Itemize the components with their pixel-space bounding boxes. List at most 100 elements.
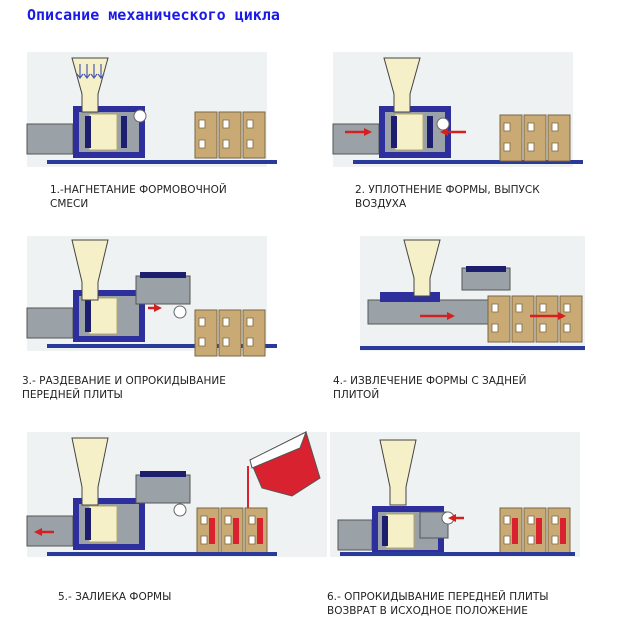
step-5-rail	[47, 552, 277, 556]
caption-step-2-line-2: ВОЗДУХА	[355, 198, 407, 210]
step-2-machine-sand	[394, 113, 424, 151]
step-2-molds-cavity-2	[551, 122, 559, 152]
step-4-arrow-2-head	[558, 312, 566, 320]
step-2-machine-cylinder	[332, 123, 380, 155]
step-2-hinge	[436, 117, 450, 131]
step-5-swing-plate	[135, 474, 191, 504]
step-1-hinge	[133, 109, 147, 123]
step-5-molds-block-0	[196, 507, 220, 555]
step-4-molds-cavity-1	[515, 303, 523, 333]
step-1-molds-cavity-1	[222, 119, 230, 149]
step-4-frame-top	[380, 292, 440, 302]
step-3-molds-block-2	[242, 309, 266, 357]
step-3-hinge	[173, 305, 187, 319]
step-3-swing-plate	[135, 275, 191, 305]
step-3-molds-cavity-1	[222, 317, 230, 347]
step-6-molds-block-1	[523, 507, 547, 555]
caption-step-1-line-2: СМЕСИ	[50, 198, 89, 210]
caption-step-3: 3.- РАЗДЕВАНИЕ И ОПРОКИДЫВАНИЕ ПЕРЕДНЕЙ …	[22, 374, 226, 402]
step-4-hopper	[403, 239, 441, 297]
caption-step-6-line-1: 6.- ОПРОКИДЫВАНИЕ ПЕРЕДНЕЙ ПЛИТЫ	[327, 591, 549, 603]
step-5-swing-plate-teeth	[140, 471, 186, 477]
step-3-swing-plate-teeth	[140, 272, 186, 278]
caption-step-2-line-1: 2. УПЛОТНЕНИЕ ФОРМЫ, ВЫПУСК	[355, 184, 540, 196]
step-2-machine-front-plate	[427, 116, 433, 148]
step-6-hopper	[379, 439, 417, 506]
caption-step-1: 1.-НАГНЕТАНИЕ ФОРМОВОЧНОЙ СМЕСИ	[50, 183, 227, 211]
step-5-machine-back-plate	[85, 508, 91, 540]
step-5-machine-sand	[88, 505, 118, 543]
step-4-molds-cavity-2	[539, 303, 547, 333]
step-2-arrow-left-head	[364, 128, 372, 136]
step-5-molds-cavity-1	[224, 515, 232, 545]
caption-step-1-line-1: 1.-НАГНЕТАНИЕ ФОРМОВОЧНОЙ	[50, 184, 227, 196]
step-1-machine-rail	[47, 160, 277, 164]
step-4-molds-block-3	[559, 295, 583, 343]
step-3-machine-cylinder	[26, 307, 74, 339]
step-1-molds-block-1	[218, 111, 242, 159]
step-1-air-arrow-0	[76, 64, 84, 79]
step-2-molds-block-2	[547, 114, 571, 162]
step-5-arrow-head	[34, 528, 42, 536]
step-5-molds-metal-0	[209, 518, 215, 544]
step-6-molds-cavity-1	[527, 515, 535, 545]
step-6-rail	[340, 552, 575, 556]
caption-step-5: 5.- ЗАЛИЕКА ФОРМЫ	[58, 590, 171, 604]
step-2-molds-cavity-0	[503, 122, 511, 152]
step-4-rail	[360, 346, 585, 350]
step-2-machine-back-plate	[391, 116, 397, 148]
step-1-machine-sand	[88, 113, 118, 151]
step-4-molds-block-0	[487, 295, 511, 343]
step-6-sand	[385, 513, 415, 549]
caption-step-3-line-2: ПЕРЕДНЕЙ ПЛИТЫ	[22, 389, 123, 401]
step-6-molds-block-2	[547, 507, 571, 555]
caption-step-6-line-2: ВОЗВРАТ В ИСХОДНОЕ ПОЛОЖЕНИЕ	[327, 605, 528, 617]
step-2-molds-block-1	[523, 114, 547, 162]
step-3-hopper	[71, 239, 109, 301]
step-3-molds-block-1	[218, 309, 242, 357]
step-4-arrow-1-head	[447, 312, 455, 320]
step-6-arrow-head	[448, 514, 456, 522]
caption-step-6: 6.- ОПРОКИДЫВАНИЕ ПЕРЕДНЕЙ ПЛИТЫ ВОЗВРАТ…	[327, 590, 549, 618]
caption-step-2: 2. УПЛОТНЕНИЕ ФОРМЫ, ВЫПУСК ВОЗДУХА	[355, 183, 540, 211]
step-3-molds-cavity-2	[246, 317, 254, 347]
step-5-molds-metal-2	[257, 518, 263, 544]
step-6-molds-metal-1	[536, 518, 542, 544]
step-4-molds-block-1	[511, 295, 535, 343]
step-5-ladle-rim	[249, 430, 307, 469]
step-1-air-arrow-1	[83, 64, 91, 79]
step-6-molds-cavity-0	[503, 515, 511, 545]
step-2-arrow-right-head	[440, 128, 448, 136]
caption-step-5-line-1: 5.- ЗАЛИЕКА ФОРМЫ	[58, 591, 172, 603]
step-3-arrow-head	[154, 304, 162, 312]
step-2-hopper	[383, 57, 421, 113]
step-3-machine-sand	[88, 297, 118, 335]
step-5-hopper	[71, 437, 109, 506]
step-4-molds-block-2	[535, 295, 559, 343]
step-5-molds-block-2	[244, 507, 268, 555]
step-6-molds-metal-0	[512, 518, 518, 544]
caption-step-4-line-1: 4.- ИЗВЛЕЧЕНИЕ ФОРМЫ С ЗАДНЕЙ	[333, 375, 527, 387]
step-1-molds-block-2	[242, 111, 266, 159]
page-title: Описание механического цикла	[27, 6, 280, 24]
step-5-molds-cavity-2	[248, 515, 256, 545]
step-6-molds-metal-2	[560, 518, 566, 544]
step-5-molds-block-1	[220, 507, 244, 555]
step-2-machine-rail	[353, 160, 583, 164]
step-2-molds-block-0	[499, 114, 523, 162]
step-6-back-plate	[382, 516, 388, 546]
step-4-molds-cavity-0	[491, 303, 499, 333]
step-3-molds-cavity-0	[198, 317, 206, 347]
step-1-molds-cavity-0	[198, 119, 206, 149]
step-5-molds-cavity-0	[200, 515, 208, 545]
step-1-machine-front-plate	[121, 116, 127, 148]
step-5-molds-metal-1	[233, 518, 239, 544]
step-3-molds-block-0	[194, 309, 218, 357]
step-6-molds-block-0	[499, 507, 523, 555]
step-1-machine-back-plate	[85, 116, 91, 148]
step-1-air-arrow-3	[97, 64, 105, 79]
step-3-machine-back-plate	[85, 300, 91, 332]
step-3-machine-rail	[47, 344, 277, 348]
step-5-machine-cylinder	[26, 515, 74, 547]
